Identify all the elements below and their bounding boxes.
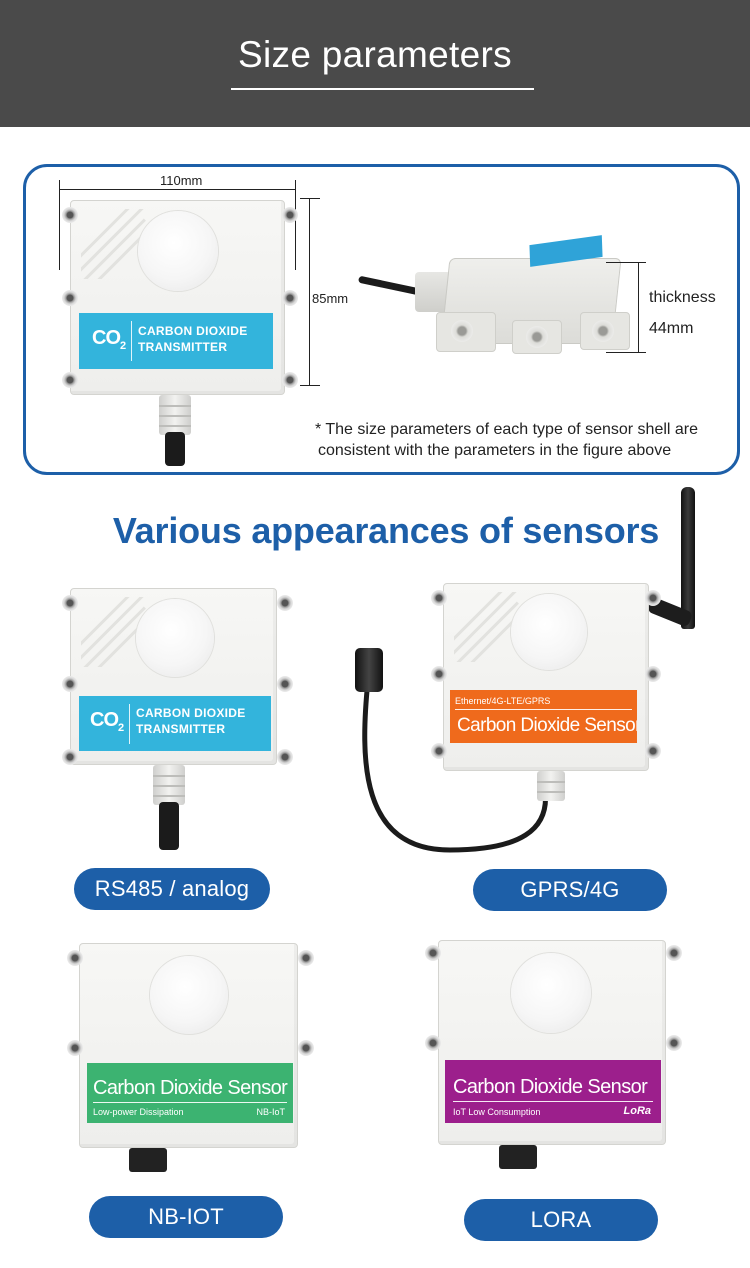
variant-label-plate: CO2 CARBON DIOXIDE TRANSMITTER (79, 696, 271, 751)
cable-gland (153, 765, 185, 805)
plate-line-2: TRANSMITTER (138, 340, 228, 354)
thickness-value: 44mm (649, 320, 694, 337)
width-label: 110mm (160, 173, 203, 188)
connector-plug (355, 648, 383, 692)
mount-ear (298, 1040, 314, 1056)
mount-ear (62, 290, 78, 306)
side-mount-hole (451, 320, 473, 342)
width-dimension-tick-left (59, 180, 60, 270)
mount-ear (62, 676, 78, 692)
cable (159, 802, 179, 850)
width-dimension-line (59, 189, 296, 190)
sensor-dome (150, 956, 228, 1034)
mount-ear (425, 1035, 441, 1051)
mount-ear (62, 749, 78, 765)
badge-lora: LORA (464, 1199, 658, 1241)
cable-gland (537, 771, 565, 801)
height-label: 85mm (312, 291, 349, 306)
mount-ear (645, 743, 661, 759)
antenna (681, 487, 695, 629)
badge-nb-iot: NB-IOT (89, 1196, 283, 1238)
mount-ear (62, 207, 78, 223)
mount-ear (666, 945, 682, 961)
page-title: Size parameters (238, 34, 512, 75)
thickness-dimension-line (638, 262, 639, 352)
height-dimension-tick-bottom (300, 385, 320, 386)
cable (165, 432, 185, 466)
thickness-dimension-tick-top (606, 262, 646, 263)
mount-ear (62, 595, 78, 611)
mount-ear (67, 1040, 83, 1056)
mount-ear (645, 666, 661, 682)
mount-ear (282, 290, 298, 306)
gprs-cable (362, 679, 549, 853)
thickness-dimension-tick-bottom (606, 352, 646, 353)
mount-ear (282, 372, 298, 388)
sensor-dome (138, 211, 218, 291)
mount-ear (666, 1035, 682, 1051)
mount-ear (277, 749, 293, 765)
plate-line-1: CARBON DIOXIDE (138, 324, 248, 338)
mount-ear (298, 950, 314, 966)
co2-mark: CO2 (90, 709, 124, 734)
mount-ear (62, 372, 78, 388)
mount-ear (425, 945, 441, 961)
side-mount-hole (592, 320, 614, 342)
mount-ear (431, 590, 447, 606)
mount-ear (277, 676, 293, 692)
mount-ear (645, 590, 661, 606)
badge-rs485-analog: RS485 / analog (74, 868, 270, 910)
width-dimension-tick-right (295, 180, 296, 270)
sensor-dome (511, 594, 587, 670)
mount-ear (282, 207, 298, 223)
co2-mark: CO2 (92, 327, 126, 352)
variant-label-plate: Ethernet/4G-LTE/GPRS Carbon Dioxide Sens… (450, 690, 637, 743)
connector-port (129, 1148, 167, 1172)
front-label-plate: CO2 CARBON DIOXIDE TRANSMITTER (79, 313, 273, 369)
thickness-label: thickness (649, 289, 716, 306)
size-note-line-1: * The size parameters of each type of se… (315, 421, 699, 438)
height-dimension-tick-top (300, 198, 320, 199)
side-mount-hole (526, 326, 548, 348)
connector-port (499, 1145, 537, 1169)
section-title: Various appearances of sensors (112, 510, 660, 551)
variant-label-plate: Carbon Dioxide Sensor IoT Low Consumptio… (445, 1060, 661, 1123)
size-note-line-2: consistent with the parameters in the fi… (318, 442, 672, 459)
cable-gland (159, 395, 191, 435)
height-dimension-line (309, 198, 310, 385)
title-underline (231, 88, 534, 90)
mount-ear (277, 595, 293, 611)
mount-ear (67, 950, 83, 966)
sensor-dome (136, 599, 214, 677)
variant-label-plate: Carbon Dioxide Sensor Low-power Dissipat… (87, 1063, 293, 1123)
sensor-dome (511, 953, 591, 1033)
badge-gprs-4g: GPRS/4G (473, 869, 667, 911)
header-banner: Size parameters (0, 0, 750, 127)
mount-ear (431, 666, 447, 682)
mount-ear (431, 743, 447, 759)
